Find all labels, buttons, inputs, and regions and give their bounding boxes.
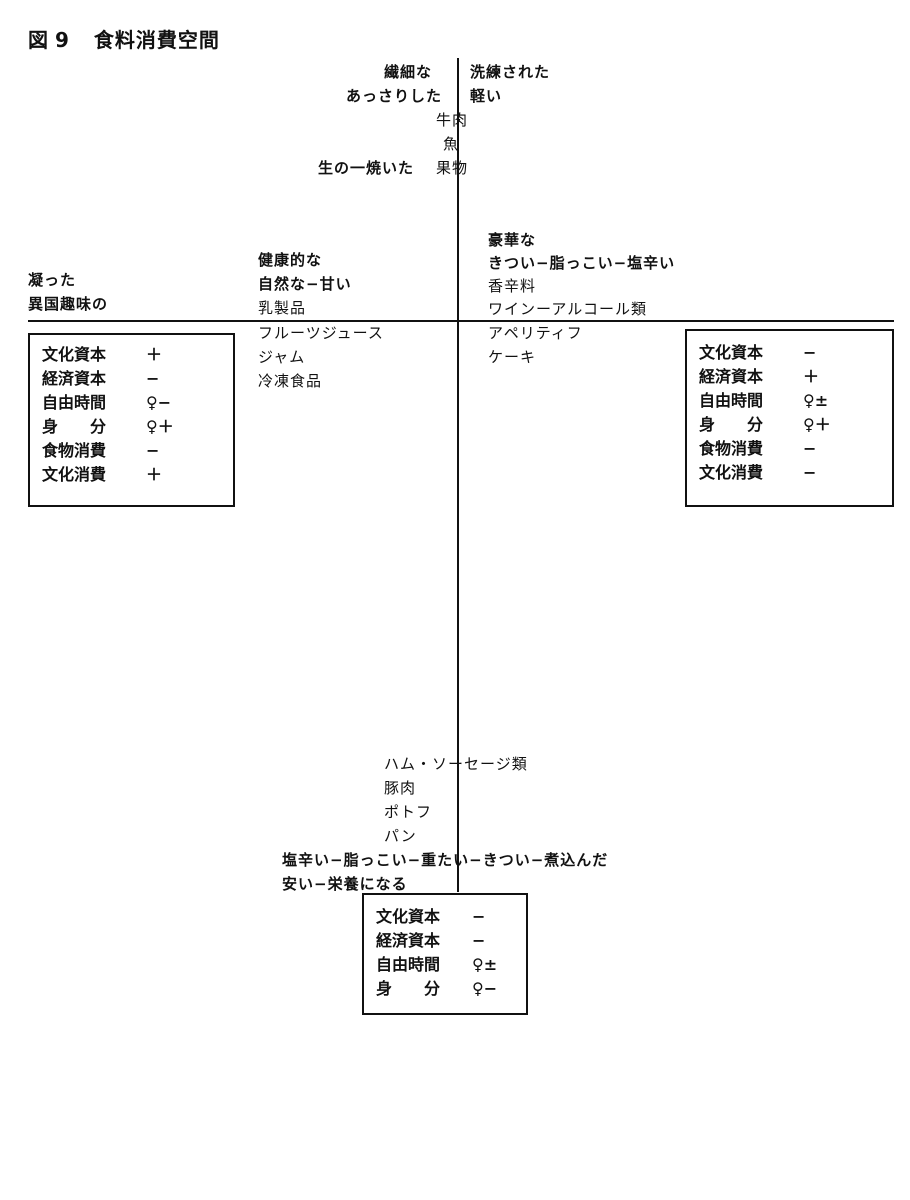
- center-right-item-wine: ワインーアルコール類: [488, 300, 647, 318]
- attr-row: 経済資本−: [42, 369, 160, 388]
- center-right-item-aperitif: アペリティフ: [488, 324, 583, 342]
- right-attribute-box: 文化資本− 経済資本＋ 自由時間♀± 身 分♀＋ 食物消費− 文化消費−: [685, 329, 894, 507]
- figure-title-text: 食料消費空間: [93, 28, 220, 52]
- attr-row: 食物消費−: [42, 441, 160, 460]
- attr-row: 食物消費−: [699, 439, 817, 458]
- attr-row: 自由時間♀±: [376, 955, 498, 974]
- figure-label: 図: [28, 28, 49, 52]
- bottom-item-potaufeu: ポトフ: [384, 803, 433, 821]
- attr-row: 文化消費＋: [42, 465, 163, 484]
- center-left-line2: 自然な−甘い: [258, 275, 352, 293]
- left-far-line1: 凝った: [28, 271, 77, 289]
- attr-row: 自由時間♀−: [42, 393, 172, 412]
- attr-row: 経済資本＋: [699, 367, 820, 386]
- center-left-line1: 健康的な: [258, 251, 323, 269]
- center-right-line2: きつい−脂っこい−塩辛い: [488, 254, 676, 272]
- attr-row: 自由時間♀±: [699, 391, 829, 410]
- left-attribute-box: 文化資本＋ 経済資本− 自由時間♀− 身 分♀＋ 食物消費− 文化消費＋: [28, 333, 235, 507]
- attr-row: 身 分♀−: [376, 979, 498, 998]
- attr-row: 文化資本＋: [42, 345, 163, 364]
- bottom-attribute-box: 文化資本− 経済資本− 自由時間♀± 身 分♀−: [362, 893, 528, 1015]
- top-right-line2: 軽い: [470, 87, 503, 105]
- top-left-line1: 繊細な: [384, 63, 433, 81]
- left-far-line2: 異国趣味の: [28, 295, 109, 313]
- attr-row: 文化資本−: [376, 907, 486, 926]
- top-food-beef: 牛肉: [436, 111, 469, 129]
- figure-number: 9: [55, 28, 70, 52]
- top-food-fruit: 果物: [436, 159, 469, 177]
- bottom-item-pork: 豚肉: [384, 779, 417, 797]
- bottom-line1: 塩辛い−脂っこい−重たい−きつい−煮込んだ: [282, 851, 609, 869]
- attr-row: 文化資本−: [699, 343, 817, 362]
- center-left-item-frozen: 冷凍食品: [258, 372, 323, 390]
- center-right-item-spice: 香辛料: [488, 277, 537, 295]
- attr-row: 身 分♀＋: [42, 417, 174, 436]
- attr-row: 文化消費−: [699, 463, 817, 482]
- top-left-line2: あっさりした: [346, 87, 443, 105]
- bottom-item-ham: ハム・ソーセージ類: [384, 755, 528, 773]
- attr-row: 身 分♀＋: [699, 415, 831, 434]
- horizontal-axis: [28, 320, 894, 322]
- attr-row: 経済資本−: [376, 931, 486, 950]
- center-right-line1: 豪華な: [488, 231, 537, 249]
- center-left-item-jam: ジャム: [258, 348, 306, 366]
- center-left-item-dairy: 乳製品: [258, 299, 307, 317]
- top-food-raw-grilled: 生の一焼いた: [318, 159, 415, 177]
- top-right-line1: 洗練された: [470, 63, 551, 81]
- center-right-item-cake: ケーキ: [488, 348, 537, 366]
- vertical-axis: [457, 58, 459, 892]
- bottom-item-bread: パン: [384, 827, 417, 845]
- bottom-line2: 安い−栄養になる: [282, 875, 408, 893]
- center-left-item-juice: フルーツジュース: [258, 324, 384, 342]
- top-food-fish: 魚: [443, 135, 460, 153]
